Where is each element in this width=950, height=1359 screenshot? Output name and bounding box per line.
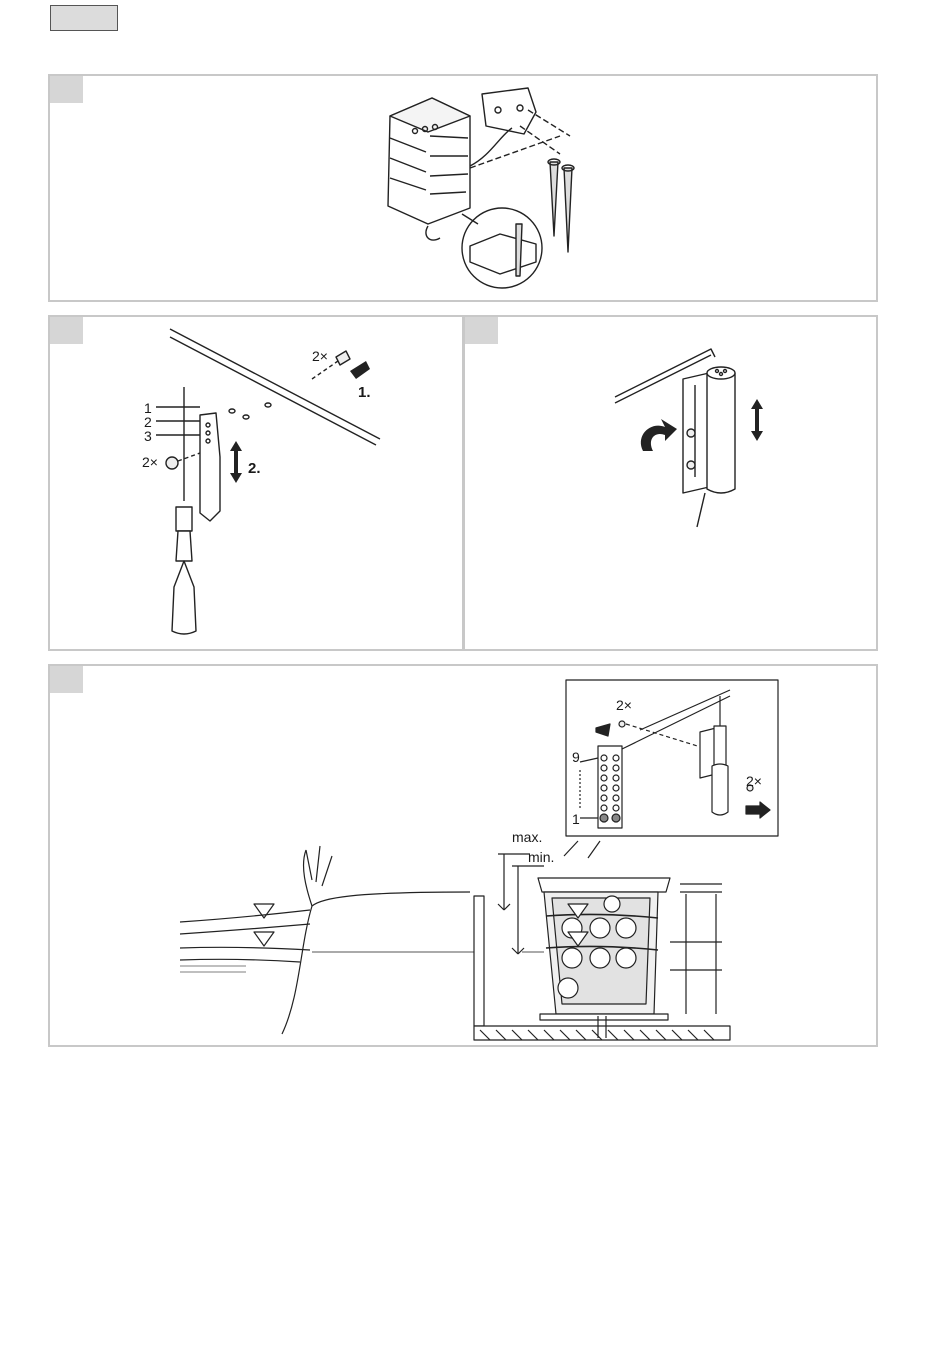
screw-count-label: 2× xyxy=(312,348,328,364)
ground-stake xyxy=(550,162,558,236)
screw-icon xyxy=(619,721,625,727)
arrow-updown-icon xyxy=(751,399,763,441)
inset-screw-count: 2× xyxy=(616,697,632,713)
hole-label-3: 3 xyxy=(144,428,152,444)
screw-icon xyxy=(336,351,350,365)
filter-lid xyxy=(538,878,670,892)
detail-magnifier xyxy=(462,208,542,288)
page-section-tab xyxy=(50,5,118,31)
min-level-label: min. xyxy=(528,849,554,865)
position-bottom-label: 1 xyxy=(572,811,580,827)
illustration-float-adjust xyxy=(465,317,876,649)
inset-nut-count: 2× xyxy=(746,773,762,789)
nut-count-label: 2× xyxy=(142,454,158,470)
step2-label: 2. xyxy=(248,460,261,477)
step1-label: 1. xyxy=(358,384,371,401)
illustration-pond-filter-level: max. min. 2× 2× 9 1 xyxy=(50,666,876,1045)
float-weight xyxy=(172,561,196,634)
mounting-bracket xyxy=(482,88,536,134)
water-surface-min xyxy=(180,947,310,950)
float-body xyxy=(707,369,735,493)
rotate-arrow-icon xyxy=(641,419,677,451)
panel-float-switch-mounting: 2× 1. 2. 2× 1 2 3 xyxy=(48,315,464,651)
arrow-updown-icon xyxy=(230,441,242,483)
level-marker-min xyxy=(254,932,274,946)
position-top-label: 9 xyxy=(572,749,580,765)
float-weight xyxy=(712,764,728,815)
panel-mounting-stake xyxy=(48,74,878,302)
retaining-wall xyxy=(474,896,484,1026)
max-level-label: max. xyxy=(512,829,542,845)
nut-icon xyxy=(166,457,178,469)
panel-water-level: max. min. 2× 2× 9 1 xyxy=(48,664,878,1047)
nut-icon xyxy=(687,429,695,437)
arrow-step1-icon xyxy=(350,361,370,379)
float-bracket xyxy=(200,413,220,521)
panel-float-adjustment xyxy=(463,315,878,651)
illustration-control-unit-stakes xyxy=(50,76,876,300)
water-surface-max xyxy=(180,910,310,922)
illustration-float-switch: 2× 1. 2. 2× 1 2 3 xyxy=(50,317,462,649)
